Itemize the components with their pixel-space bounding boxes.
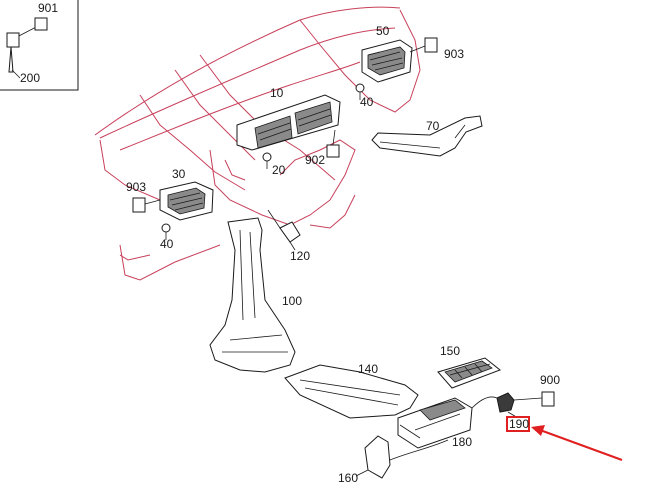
- callout-30: 30: [172, 167, 186, 181]
- callout-10: 10: [270, 86, 284, 100]
- connector-902-body: [326, 144, 340, 158]
- module-180-top: [419, 399, 466, 421]
- windshield-edge: [94, 6, 401, 136]
- inset-frame: [0, 0, 79, 91]
- vent-50: 50: [361, 24, 413, 83]
- cover-160-body: [364, 435, 391, 479]
- callout-190-highlight: [506, 416, 530, 432]
- connector-902: 902: [305, 129, 340, 167]
- duct-100-ribs: [222, 229, 288, 353]
- duct-140: 140: [284, 362, 419, 419]
- sensor-901: [6, 32, 20, 48]
- callout-70: 70: [426, 119, 440, 133]
- leader-900: [513, 397, 543, 401]
- vent-10: 10: [236, 86, 341, 151]
- callout-150: 150: [440, 344, 460, 358]
- inset-sensor-group: 901 200: [0, 0, 79, 91]
- connector-900-body: [541, 391, 555, 407]
- callout-903-left: 903: [126, 180, 146, 194]
- dash-top-edge: [99, 27, 396, 139]
- duct-100-body: [209, 217, 296, 373]
- vent-30-louvres: [167, 187, 206, 215]
- callout-902: 902: [305, 153, 325, 167]
- vent-10-left-louvres: [254, 115, 293, 149]
- duct-70-body: [371, 115, 483, 157]
- cover-160: 160: [338, 435, 449, 485]
- callout-140: 140: [358, 362, 378, 376]
- callout-40-left: 40: [160, 237, 174, 251]
- dash-left-trim: [119, 254, 151, 261]
- dash-right-end: [299, 9, 421, 113]
- leader-120: [267, 209, 296, 251]
- dash-lower-right: [309, 194, 356, 229]
- dash-upper-contour: [119, 61, 361, 151]
- connector-903-left-body: [132, 197, 146, 213]
- vent-50-slats: [367, 51, 404, 71]
- leader-902: [332, 129, 336, 146]
- cover-160-link: [389, 439, 449, 461]
- vent-10-right-louvres: [294, 101, 333, 135]
- sensor-190: 190: [471, 392, 530, 432]
- leader-200: [11, 69, 21, 79]
- duct-70: 70: [371, 115, 483, 157]
- callout-190: 190: [509, 417, 529, 431]
- connector-903-top-body: [424, 37, 438, 53]
- sensor-probe-200: [8, 46, 14, 73]
- leader-903-top: [409, 45, 426, 53]
- highlight-arrow-shaft: [539, 429, 623, 461]
- callout-903-top: 903: [444, 47, 464, 61]
- screw-40-top: 40: [355, 83, 374, 109]
- connector-901: [34, 17, 48, 31]
- duct-140-ribs: [299, 379, 401, 406]
- vent-50-louvres: [367, 46, 406, 76]
- screw-40-left: 40: [160, 223, 174, 251]
- dash-center-console: [279, 139, 356, 201]
- filter-150-grid: [449, 363, 491, 379]
- filter-150: 150: [437, 344, 501, 389]
- callout-901: 901: [38, 1, 58, 15]
- connector-900: 900: [513, 373, 560, 407]
- callout-200: 200: [20, 71, 40, 85]
- clip-120: 120: [267, 209, 310, 263]
- connector-903-top: 903: [409, 37, 464, 61]
- connector-903-left: 903: [126, 180, 161, 213]
- leader-160: [355, 469, 369, 477]
- dash-fold-line-2: [174, 69, 256, 161]
- callout-900: 900: [540, 373, 560, 387]
- screw-20-head: [262, 152, 272, 162]
- dash-center-panel: [209, 149, 331, 226]
- dash-left-panel: [119, 244, 221, 281]
- duct-140-body: [284, 364, 419, 419]
- dash-vent-recess: [224, 159, 246, 181]
- callout-20: 20: [272, 163, 286, 177]
- sensor-190-body: [496, 392, 515, 413]
- sensor-190-cable: [471, 396, 498, 409]
- screw-40-top-head: [355, 83, 365, 93]
- module-180: 180: [397, 397, 473, 449]
- callout-100: 100: [282, 294, 302, 308]
- callout-120: 120: [290, 249, 310, 263]
- vent-30: 30: [159, 167, 214, 221]
- callout-160: 160: [338, 471, 358, 485]
- dash-fold-line-3: [139, 94, 246, 191]
- clip-120-body: [279, 221, 301, 243]
- duct-70-ribs: [379, 124, 466, 149]
- leader-903-left: [144, 199, 161, 205]
- callout-50: 50: [376, 24, 390, 38]
- duct-100: 100: [209, 217, 302, 373]
- vent-30-slats: [169, 192, 204, 211]
- screw-20: 20: [262, 152, 286, 177]
- vent-10-slats: [257, 108, 332, 141]
- highlight-arrow: [531, 425, 623, 461]
- highlight-arrow-head: [531, 425, 545, 436]
- callout-180: 180: [452, 435, 472, 449]
- screw-40-left-head: [161, 223, 171, 233]
- module-180-edges: [399, 413, 461, 439]
- callout-40-top: 40: [360, 95, 374, 109]
